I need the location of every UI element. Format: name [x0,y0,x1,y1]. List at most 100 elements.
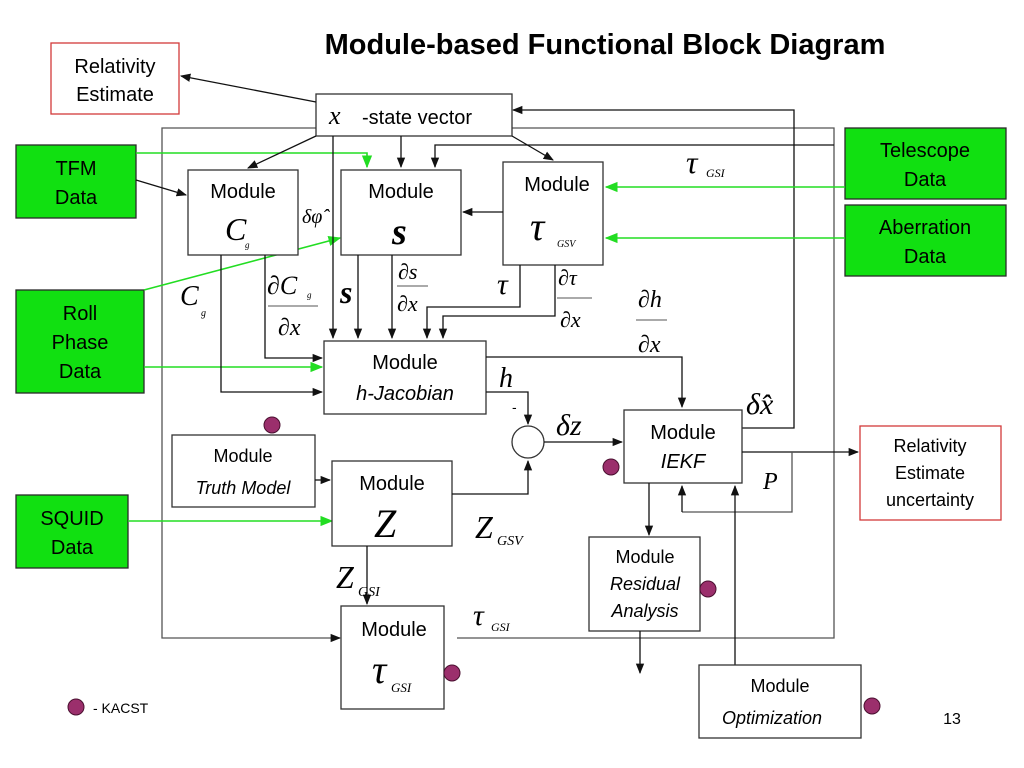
module-s: Module s [340,169,462,256]
ds-dx-denominator: ∂x [397,291,418,316]
module-truth-model: Module Truth Model [171,434,316,508]
module-residual-analysis: Module Residual Analysis [588,536,701,632]
svg-text:s: s [391,211,407,253]
delta-x-hat-label: δx̂ [746,388,774,421]
svg-text:Relativity: Relativity [74,56,155,78]
relativity-uncertainty-output: Relativity Estimate uncertainty [859,425,1002,521]
tau-signal-label: τ [497,268,509,301]
state-vector-box: x -state vector [315,93,513,137]
legend: - KACST [67,698,149,716]
dh-dx-denominator: ∂x [638,332,661,358]
relativity-estimate-output: Relativity Estimate [50,42,180,115]
ds-dx-numerator: ∂s [398,259,417,284]
svg-text:Roll: Roll [63,303,97,325]
page-title: Module-based Functional Block Diagram [325,29,886,61]
svg-text:GSV: GSV [497,534,524,549]
delta-phi-label: δφ̂ [302,206,330,228]
dcg-dx-denominator: ∂x [278,315,301,341]
delta-z-label: δz [556,409,582,442]
tau-gsi-bottom-label: τ [473,599,485,632]
p-label: P [762,469,778,495]
svg-text:Estimate: Estimate [895,463,965,483]
kacst-dot-tau-gsi [443,664,461,682]
svg-text:Module: Module [750,676,809,696]
dtau-dx-denominator: ∂x [560,307,581,332]
module-cg: Module C g [187,169,299,256]
svg-text:Module: Module [210,181,276,203]
svg-text:Data: Data [51,537,94,559]
tfm-data-source: TFM Data [15,144,137,219]
svg-text:Module: Module [524,174,590,196]
svg-text:g: g [245,240,250,250]
svg-text:uncertainty: uncertainty [886,490,974,510]
svg-text:SQUID: SQUID [40,508,103,530]
legend-kacst-dot [67,698,85,716]
state-vector-symbol: x [328,101,341,130]
h-signal-label: h [499,363,513,394]
summing-junction [511,425,545,459]
svg-text:Module: Module [368,181,434,203]
module-iekf: Module IEKF [623,409,743,484]
svg-text:Module: Module [359,473,425,495]
z-gsi-label: Z [336,559,355,595]
squid-data-source: SQUID Data [15,494,129,569]
legend-label: - KACST [93,700,149,716]
data-source-lines [128,152,845,527]
svg-text:Estimate: Estimate [76,84,154,106]
dh-dx-numerator: ∂h [638,287,662,313]
kacst-dot-optimization [863,697,881,715]
svg-text:TFM: TFM [55,158,96,180]
page-number: 13 [943,711,961,728]
svg-text:GSV: GSV [557,239,577,250]
svg-text:C: C [225,211,247,247]
svg-text:Residual: Residual [610,574,681,594]
telescope-data-source: Telescope Data [844,127,1007,200]
state-vector-fanout [247,135,834,340]
svg-text:Z: Z [374,501,397,546]
svg-text:g: g [201,308,206,319]
svg-text:Relativity: Relativity [893,436,966,456]
kacst-dot-truth-model [263,416,281,434]
module-optimization: Module Optimization [698,664,862,739]
s-signal-label: s [339,274,352,310]
svg-text:Aberration: Aberration [879,217,971,239]
cg-signal-label: C [180,281,199,312]
jacobian-input-lines [220,255,556,397]
svg-text:GSI: GSI [491,620,511,634]
svg-text:g: g [307,290,312,300]
dtau-dx-numerator: ∂τ [558,265,578,290]
module-tau-gsv: Module τ GSV [502,161,604,266]
kacst-dot-residual [699,580,717,598]
svg-text:Phase: Phase [52,332,109,354]
svg-text:Data: Data [904,169,947,191]
svg-text:Analysis: Analysis [610,601,678,621]
svg-text:Optimization: Optimization [722,708,822,728]
tau-gsi-top-label: τ [686,144,699,180]
svg-text:Module: Module [650,422,716,444]
aberration-data-source: Aberration Data [844,204,1007,277]
svg-text:GSI: GSI [391,680,412,695]
module-tau-gsi: Module τ GSI [340,605,445,710]
svg-text:Module: Module [372,352,438,374]
kacst-markers [263,416,881,715]
svg-text:GSI: GSI [706,166,726,180]
roll-phase-data-source: Roll Phase Data [15,289,145,394]
svg-text:Module: Module [361,619,427,641]
feedback-loop-lines [161,105,835,643]
module-z: Module Z [331,460,453,547]
svg-text:h-Jacobian: h-Jacobian [356,383,454,405]
dcg-dx-numerator: ∂C [267,271,298,300]
svg-text:Module: Module [615,547,674,567]
svg-text:τ: τ [530,204,546,249]
svg-text:Truth Model: Truth Model [196,478,292,498]
svg-text:GSI: GSI [358,585,381,600]
svg-text:IEKF: IEKF [661,451,707,473]
svg-text:Module: Module [213,446,272,466]
svg-text:Data: Data [59,361,102,383]
svg-text:Data: Data [55,187,98,209]
state-vector-label: -state vector [362,107,472,129]
z-gsv-label: Z [475,509,494,545]
minus-sign: - [512,399,517,415]
kacst-dot-iekf [602,458,620,476]
